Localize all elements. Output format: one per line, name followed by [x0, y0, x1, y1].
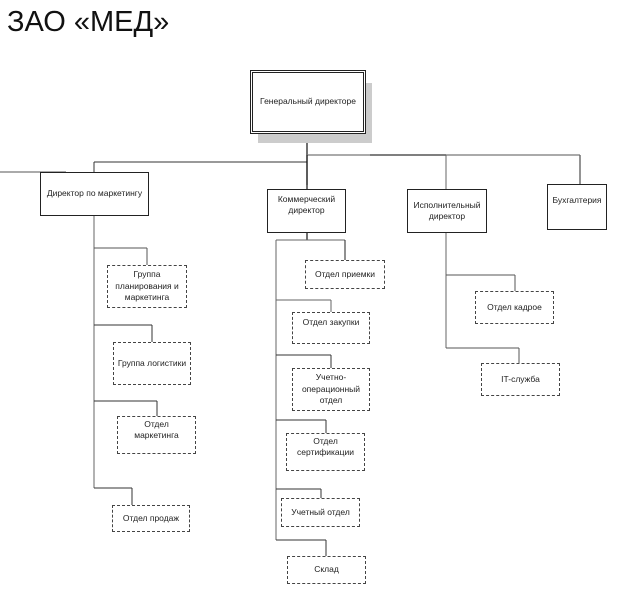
node-receiving-department[interactable]: Отдел приемки	[305, 260, 385, 289]
node-label: Отдел сертификации	[297, 436, 354, 458]
node-label: Отдел закупки	[302, 317, 360, 327]
node-label: Отдел кадрое	[487, 301, 542, 312]
node-marketing-director[interactable]: Директор по маркетингу	[40, 172, 149, 216]
node-certification-department[interactable]: Отдел сертификации	[286, 433, 365, 471]
node-accounting-department[interactable]: Учетный отдел	[281, 498, 360, 527]
page-title: ЗАО «МЕД»	[7, 6, 170, 38]
node-label: Отдел продаж	[122, 512, 180, 523]
node-label: Исполнительный директор	[413, 199, 481, 221]
node-procurement-department[interactable]: Отдел закупки	[292, 312, 370, 344]
node-commercial-director[interactable]: Коммерческий директор	[267, 189, 346, 233]
node-warehouse[interactable]: Склад	[287, 556, 366, 584]
node-label: Генеральный директоре	[260, 96, 356, 107]
node-accounting[interactable]: Бухгалтерия	[547, 184, 607, 230]
node-label: Отдел приемки	[314, 268, 376, 279]
node-it-service[interactable]: IT-служба	[481, 363, 560, 396]
node-label: Учетный отдел	[291, 506, 350, 517]
node-label: Учетно-операционный отдел	[301, 372, 361, 406]
node-general-director[interactable]: Генеральный директоре	[250, 70, 366, 134]
node-executive-director[interactable]: Исполнительный директор	[407, 189, 487, 233]
node-label: IT-служба	[501, 373, 540, 384]
node-label: Бухгалтерия	[552, 195, 602, 205]
node-planning-marketing-group[interactable]: Группа планирования и маркетинга	[107, 265, 187, 308]
node-label: Директор по маркетингу	[46, 188, 143, 199]
node-label: Склад	[314, 564, 339, 575]
node-accounting-operations-department[interactable]: Учетно-операционный отдел	[292, 368, 370, 411]
node-marketing-department[interactable]: Отдел маркетинга	[117, 416, 196, 454]
node-logistics-group[interactable]: Группа логистики	[113, 342, 191, 385]
node-label: Коммерческий директор	[277, 194, 336, 216]
node-label: Группа логистики	[117, 357, 187, 368]
node-sales-department[interactable]: Отдел продаж	[112, 505, 190, 532]
node-label: Отдел маркетинга	[134, 419, 179, 441]
node-hr-department[interactable]: Отдел кадрое	[475, 291, 554, 324]
node-label: Группа планирования и маркетинга	[115, 269, 179, 303]
